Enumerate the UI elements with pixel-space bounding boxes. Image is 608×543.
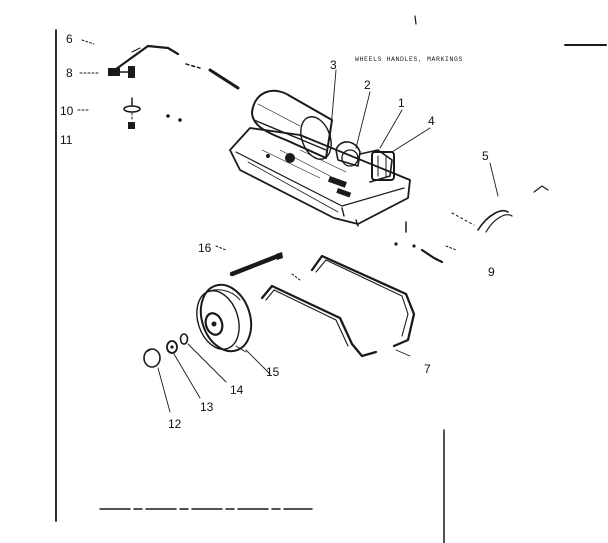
callout-16: 16 xyxy=(198,241,212,255)
part-7-handle xyxy=(260,254,416,358)
callout-4: 4 xyxy=(428,114,435,128)
part-6-handle-rod xyxy=(81,39,240,90)
part-5-axle-end xyxy=(451,162,549,233)
part-15-wheel xyxy=(196,283,253,353)
callout-8: 8 xyxy=(66,66,73,80)
part-10-fastener xyxy=(77,97,182,129)
callout-6: 6 xyxy=(66,32,73,46)
leader-lines xyxy=(245,69,431,375)
callout-9: 9 xyxy=(488,265,495,279)
heater-body xyxy=(229,89,411,227)
callout-12: 12 xyxy=(168,417,182,431)
callout-14: 14 xyxy=(230,383,244,397)
part-16-axle xyxy=(215,245,283,277)
callout-7: 7 xyxy=(424,362,431,376)
callout-5: 5 xyxy=(482,149,489,163)
part-14-washer xyxy=(179,333,227,383)
part-8-knob xyxy=(79,66,135,78)
part-9-bracket xyxy=(394,221,457,264)
callout-11: 11 xyxy=(60,133,73,147)
page-frame xyxy=(55,15,607,543)
callout-3: 3 xyxy=(330,58,337,72)
callout-1: 1 xyxy=(398,96,405,110)
callout-2: 2 xyxy=(364,78,371,92)
callout-10: 10 xyxy=(60,104,74,118)
diagram-title: WHEELS HANDLES, MARKINGS xyxy=(355,56,463,63)
part-12-hub-cap xyxy=(143,348,171,413)
callout-labels: 6 8 10 11 3 2 1 4 5 16 9 15 7 14 13 12 xyxy=(60,32,495,431)
part-13-nut xyxy=(166,340,201,399)
callout-15: 15 xyxy=(266,365,280,379)
callout-13: 13 xyxy=(200,400,214,414)
